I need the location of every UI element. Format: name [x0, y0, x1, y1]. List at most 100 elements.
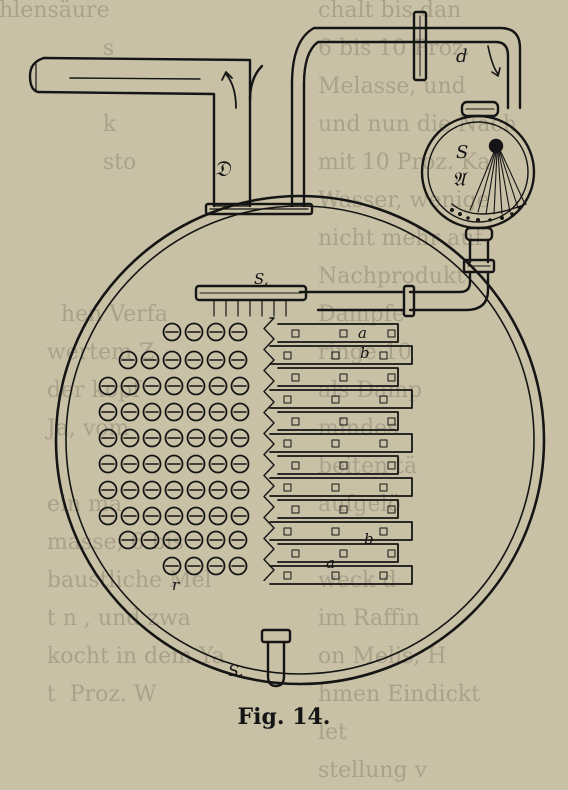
tube	[98, 454, 118, 474]
baffle-hole	[283, 483, 292, 492]
baffle-hole	[291, 373, 300, 382]
tube	[162, 350, 182, 370]
baffle-hole	[283, 571, 292, 580]
tube	[118, 350, 138, 370]
tube	[120, 506, 140, 526]
tube	[164, 480, 184, 500]
tube	[206, 556, 226, 576]
tube	[164, 506, 184, 526]
heating-tubes	[98, 322, 250, 576]
baffle-hole	[339, 373, 348, 382]
upper-connecting-pipe	[290, 10, 522, 110]
tube	[208, 454, 228, 474]
baffle-plate	[277, 455, 399, 475]
tube	[208, 428, 228, 448]
tube	[164, 454, 184, 474]
label-b-top: b	[360, 344, 370, 362]
tube	[230, 454, 250, 474]
tube	[142, 480, 162, 500]
tube	[228, 556, 248, 576]
tube	[140, 350, 160, 370]
baffle-hole	[379, 483, 388, 492]
baffle-hole	[331, 439, 340, 448]
tube	[120, 402, 140, 422]
baffle-plate	[269, 477, 413, 497]
tube	[118, 530, 138, 550]
baffle-hole	[339, 505, 348, 514]
tube	[230, 376, 250, 396]
baffle-plate	[269, 565, 413, 585]
main-vessel	[54, 194, 546, 688]
label-s1-pipe: S,	[254, 270, 269, 288]
label-s-globe: S	[456, 142, 468, 163]
baffle-hole	[331, 351, 340, 360]
tube	[230, 506, 250, 526]
baffle-hole	[387, 329, 396, 338]
tube	[142, 428, 162, 448]
tube	[142, 506, 162, 526]
tube	[184, 350, 204, 370]
baffle-plate	[277, 323, 399, 343]
baffle-hole	[291, 461, 300, 470]
baffle-hole	[291, 329, 300, 338]
baffle-hole	[379, 351, 388, 360]
baffle-hole	[291, 549, 300, 558]
label-a-globe: 𝔄	[452, 167, 469, 191]
tube	[164, 428, 184, 448]
tube	[184, 556, 204, 576]
baffle-hole	[379, 395, 388, 404]
baffle-hole	[339, 329, 348, 338]
tube	[208, 402, 228, 422]
label-s2-outlet: S,	[228, 661, 243, 680]
tube	[162, 530, 182, 550]
tube	[230, 480, 250, 500]
tube	[208, 506, 228, 526]
baffle-plate	[269, 389, 413, 409]
label-a-bottom: a	[326, 554, 335, 572]
figure-caption: Fig. 14.	[237, 704, 331, 730]
tube	[142, 376, 162, 396]
tube	[186, 454, 206, 474]
tube	[142, 454, 162, 474]
tube	[162, 322, 182, 342]
tube	[186, 402, 206, 422]
tube	[98, 506, 118, 526]
tube	[228, 322, 248, 342]
label-d-upper: 𝔇	[214, 157, 232, 182]
baffle-plate	[277, 367, 399, 387]
tube	[98, 480, 118, 500]
return-pipe	[194, 270, 490, 318]
baffle-hole	[283, 527, 292, 536]
baffle-hole	[387, 373, 396, 382]
baffle-plate	[277, 499, 399, 519]
tube	[228, 350, 248, 370]
tube	[206, 350, 226, 370]
spray-nozzles	[213, 299, 287, 317]
tube	[184, 322, 204, 342]
tube	[120, 376, 140, 396]
separator-globe	[420, 100, 536, 274]
baffle-hole	[291, 505, 300, 514]
tube	[98, 402, 118, 422]
baffle-hole	[387, 461, 396, 470]
baffle-hole	[283, 439, 292, 448]
tube	[98, 376, 118, 396]
baffle-plate	[269, 433, 413, 453]
label-r: r	[172, 576, 180, 594]
tube	[120, 428, 140, 448]
label-b-bottom: b	[364, 530, 374, 548]
baffle-plates	[263, 317, 413, 585]
tube	[140, 530, 160, 550]
baffle-hole	[331, 483, 340, 492]
baffle-hole	[283, 351, 292, 360]
tube	[206, 530, 226, 550]
horizontal-outlet-pipe	[28, 56, 252, 122]
tube	[186, 428, 206, 448]
baffle-hole	[339, 461, 348, 470]
tube	[208, 376, 228, 396]
baffle-hole	[339, 549, 348, 558]
baffle-plate	[269, 521, 413, 541]
tube	[230, 428, 250, 448]
baffle-hole	[331, 395, 340, 404]
baffle-hole	[387, 549, 396, 558]
